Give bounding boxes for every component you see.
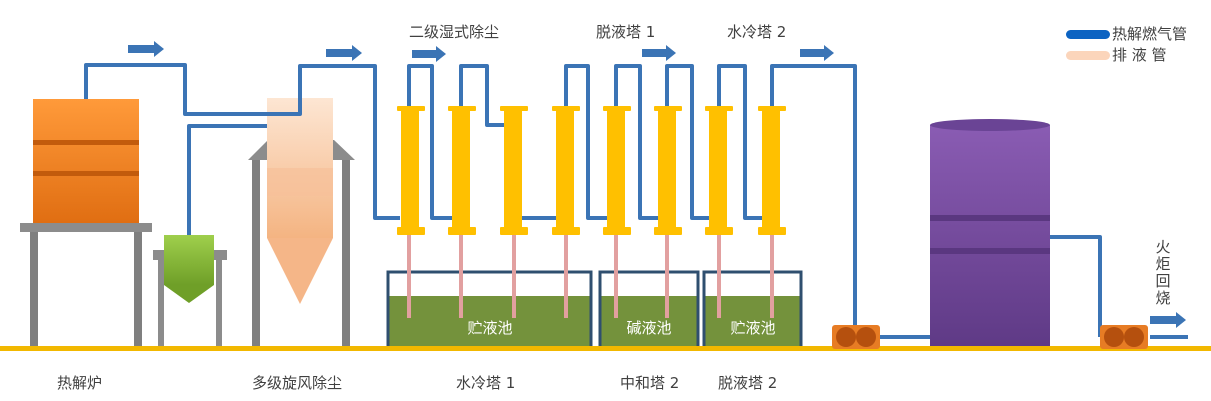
flow-arrows xyxy=(128,41,1186,328)
vessel-band-1 xyxy=(930,215,1050,221)
hopper xyxy=(153,235,227,346)
label-deliquor-tower-1: 脱液塔 1 xyxy=(596,23,655,41)
label-tank-liquid-1: 贮液池 xyxy=(467,319,512,337)
tower-3 xyxy=(500,106,528,235)
arrow-4 xyxy=(642,45,676,61)
label-tank-alkali: 碱液池 xyxy=(626,319,671,337)
label-pyrolysis-furnace: 热解炉 xyxy=(57,374,102,392)
flare-char-4: 烧 xyxy=(1155,289,1170,307)
pipe-t2-t3 xyxy=(459,64,505,127)
label-water-tower-2: 水冷塔 2 xyxy=(727,23,786,41)
cyclone-separator xyxy=(248,98,355,346)
furnace-body xyxy=(33,99,139,223)
legend-gas-label: 热解燃气管 xyxy=(1112,25,1187,43)
tank-3-frame xyxy=(702,270,803,346)
flare-char-1: 火 xyxy=(1155,238,1170,256)
tank-1-liquid xyxy=(389,296,590,346)
legend-drain-label: 排 液 管 xyxy=(1112,46,1167,64)
tower-4 xyxy=(552,106,580,235)
pump-2 xyxy=(1100,325,1148,349)
tower-1 xyxy=(397,106,425,235)
tank-liquid-2 xyxy=(702,270,803,346)
ground-line xyxy=(0,346,1211,351)
legend-gas-swatch xyxy=(1066,30,1110,39)
gas-holder-vessel xyxy=(930,119,1050,346)
pipe-t5-t6 xyxy=(614,64,660,220)
tower-7 xyxy=(705,106,733,235)
hopper-leg-right xyxy=(216,250,222,346)
pipe-furnace-out xyxy=(84,63,400,220)
cyclone-cone xyxy=(267,238,333,304)
furnace-band-2 xyxy=(33,171,139,176)
arrow-3 xyxy=(412,46,446,62)
tower-5 xyxy=(603,106,631,235)
pipe-vessel-out xyxy=(1050,235,1102,337)
label-tank-liquid-2: 贮液池 xyxy=(730,319,775,337)
tower-6 xyxy=(654,106,682,235)
towers xyxy=(397,106,786,235)
furnace-leg-left xyxy=(30,232,38,346)
pipe-hopper-feed xyxy=(187,124,267,235)
pipe-t6-t7 xyxy=(665,64,712,220)
arrow-1 xyxy=(128,41,164,57)
drain-pipes xyxy=(407,234,774,318)
cyclone-leg-right xyxy=(342,160,350,346)
tank-2-frame xyxy=(598,270,700,346)
pipe-t7-t8 xyxy=(717,64,764,220)
tower-8 xyxy=(758,106,786,235)
hopper-cone xyxy=(164,285,214,303)
arrow-6 xyxy=(1150,312,1186,328)
label-flare: 火 炬 回 烧 xyxy=(1155,238,1170,307)
cyclone-leg-left xyxy=(252,160,260,346)
pipe-t1-t2 xyxy=(407,64,452,220)
pyrolysis-furnace xyxy=(20,99,152,346)
label-neutralize-tower-2: 中和塔 2 xyxy=(620,374,679,392)
label-cyclone: 多级旋风除尘 xyxy=(252,374,342,392)
tank-liquid-1 xyxy=(386,270,593,346)
label-deliquor-tower-2: 脱液塔 2 xyxy=(718,374,777,392)
label-water-tower-1: 水冷塔 1 xyxy=(456,374,515,392)
gas-pipe-network xyxy=(84,63,1188,339)
cyclone-band xyxy=(267,168,333,196)
arrow-5 xyxy=(800,45,834,61)
tank-1-frame xyxy=(386,270,593,346)
flare-char-2: 炬 xyxy=(1155,255,1170,273)
pipe-t4-t5 xyxy=(564,64,608,220)
pump-1 xyxy=(832,325,880,349)
tower-2 xyxy=(448,106,476,235)
label-wet-dust: 二级湿式除尘 xyxy=(409,23,499,41)
vessel-band-2 xyxy=(930,248,1050,254)
vessel-body xyxy=(930,125,1050,346)
furnace-leg-right xyxy=(134,232,142,346)
vessel-top xyxy=(930,119,1050,131)
pipe-t8-out xyxy=(770,64,857,330)
flare-char-3: 回 xyxy=(1155,272,1170,290)
furnace-support-top xyxy=(20,223,152,232)
hopper-body xyxy=(164,235,214,285)
legend: 热解燃气管 排 液 管 xyxy=(1066,25,1187,64)
furnace-band-1 xyxy=(33,140,139,145)
hopper-leg-left xyxy=(158,250,164,346)
arrow-2 xyxy=(326,45,362,61)
legend-drain-swatch xyxy=(1066,51,1110,60)
